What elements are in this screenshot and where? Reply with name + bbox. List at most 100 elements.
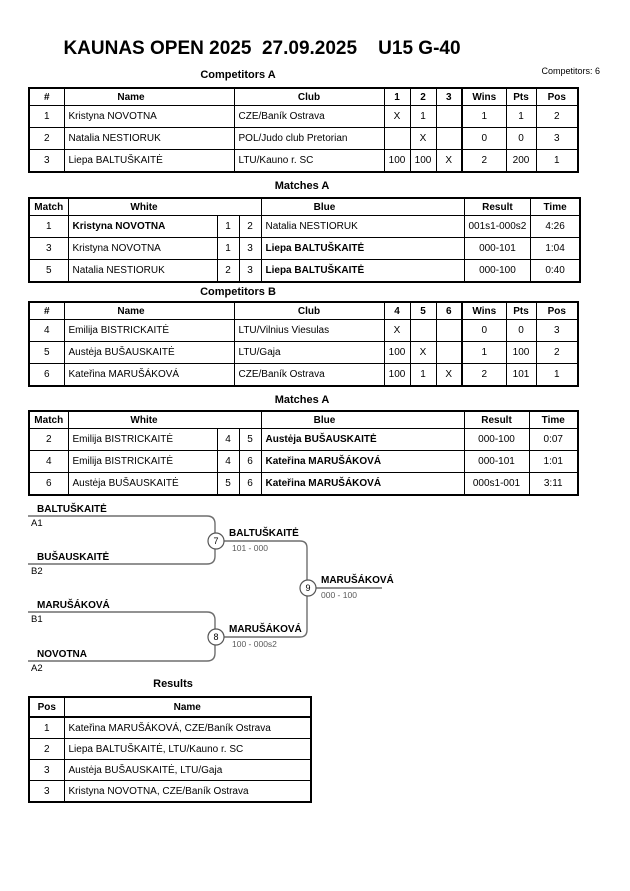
- col-header-m3: 6: [435, 301, 463, 320]
- cell-white-name: Natalia NESTIORUK: [67, 259, 218, 283]
- cell-pts: 0: [505, 127, 537, 150]
- cell-club: LTU/Vilnius Viesulas: [233, 319, 385, 342]
- cell-blue-name: Kateřina MARUŠÁKOVÁ: [260, 472, 465, 496]
- cell-result: 001s1-000s2: [463, 215, 532, 238]
- cell-pos: 1: [535, 363, 579, 387]
- cell-club: CZE/Baník Ostrava: [233, 105, 385, 128]
- cell-pts: 100: [505, 341, 537, 364]
- cell-result: 000-100: [463, 259, 532, 283]
- col-header-match: Match: [28, 197, 69, 216]
- cell-m2: [409, 319, 437, 342]
- cell-name: Natalia NESTIORUK: [63, 127, 235, 150]
- result-row: 3 Kristyna NOVOTNA, CZE/Baník Ostrava: [28, 780, 312, 803]
- cell-club: LTU/Gaja: [233, 341, 385, 364]
- cell-wins: 0: [461, 319, 507, 342]
- match-row: 4 Emilija BISTRICKAITĖ 4 6 Kateřina MARU…: [28, 450, 579, 473]
- cell-pts: 200: [505, 149, 537, 173]
- cell-pts: 101: [505, 363, 537, 387]
- cell-time: 3:11: [528, 472, 579, 496]
- heading-competitors-a: Competitors A: [200, 69, 276, 81]
- col-header-pts: Pts: [505, 301, 537, 320]
- bracket-match-score: 100 - 000s2: [232, 639, 277, 649]
- cell-num: 4: [28, 319, 65, 342]
- bracket-match-score: 000 - 100: [321, 590, 357, 600]
- cell-m2: X: [409, 341, 437, 364]
- cell-pos: 2: [28, 738, 65, 760]
- cell-m1: 100: [383, 149, 411, 173]
- cell-name: Emilija BISTRICKAITĖ: [63, 319, 235, 342]
- cell-m2: 1: [409, 105, 437, 128]
- cell-pos: 1: [535, 149, 579, 173]
- table-header-row: # Name Club 1 2 3 Wins Pts Pos: [28, 87, 579, 106]
- cell-pos: 3: [535, 127, 579, 150]
- cell-name: Kristyna NOVOTNA, CZE/Baník Ostrava: [63, 780, 312, 803]
- col-header-name: Name: [63, 696, 312, 718]
- cell-blue-seed: 3: [238, 259, 262, 283]
- cell-m3: [435, 319, 463, 342]
- cell-m1: 100: [383, 363, 411, 387]
- cell-club: LTU/Kauno r. SC: [233, 149, 385, 173]
- cell-blue-seed: 2: [238, 215, 262, 238]
- col-header-wins: Wins: [461, 87, 507, 106]
- match-row: 1 Kristyna NOVOTNA 1 2 Natalia NESTIORUK…: [28, 215, 581, 238]
- match-row: 3 Kristyna NOVOTNA 1 3 Liepa BALTUŠKAITĖ…: [28, 237, 581, 260]
- match-row: 6 Austėja BUŠAUSKAITĖ 5 6 Kateřina MARUŠ…: [28, 472, 579, 496]
- heading-matches-a: Matches A: [274, 180, 330, 192]
- cell-blue-name: Natalia NESTIORUK: [260, 215, 465, 238]
- cell-time: 4:26: [530, 215, 581, 238]
- col-header-num: #: [28, 87, 65, 106]
- cell-blue-name: Liepa BALTUŠKAITĖ: [260, 259, 465, 283]
- cell-m1: 100: [383, 341, 411, 364]
- results-table: Pos Name 1 Kateřina MARUŠÁKOVÁ, CZE/Baní…: [28, 696, 312, 803]
- cell-pos: 2: [535, 341, 579, 364]
- cell-blue-seed: 6: [238, 450, 262, 473]
- cell-pos: 3: [535, 319, 579, 342]
- col-header-wins: Wins: [461, 301, 507, 320]
- col-header-pos: Pos: [28, 696, 65, 718]
- cell-blue-seed: 6: [238, 472, 262, 496]
- cell-m2: X: [409, 127, 437, 150]
- cell-match-num: 2: [28, 428, 69, 451]
- cell-white-name: Emilija BISTRICKAITĖ: [67, 450, 218, 473]
- cell-white-seed: 5: [216, 472, 240, 496]
- cell-wins: 2: [461, 149, 507, 173]
- heading-matches-b: Matches A: [274, 394, 330, 406]
- cell-pts: 1: [505, 105, 537, 128]
- cell-time: 0:07: [528, 428, 579, 451]
- bracket-winner-name: BALTUŠKAITĖ: [229, 528, 299, 539]
- competitor-row: 1 Kristyna NOVOTNA CZE/Baník Ostrava X 1…: [28, 105, 579, 128]
- cell-white-seed: 2: [216, 259, 240, 283]
- bracket-seed-name: MARUŠÁKOVÁ: [37, 600, 110, 611]
- cell-num: 1: [28, 105, 65, 128]
- bracket-winner-name: MARUŠÁKOVÁ: [321, 575, 394, 586]
- cell-result: 000s1-001: [463, 472, 530, 496]
- cell-blue-seed: 3: [238, 237, 262, 260]
- cell-pos: 1: [28, 716, 65, 739]
- bracket-seed-code: B2: [31, 566, 43, 577]
- cell-num: 5: [28, 341, 65, 364]
- cell-time: 0:40: [530, 259, 581, 283]
- cell-name: Kristyna NOVOTNA: [63, 105, 235, 128]
- col-header-m1: 4: [383, 301, 411, 320]
- cell-blue-seed: 5: [238, 428, 262, 451]
- col-header-name: Name: [63, 87, 235, 106]
- cell-wins: 1: [461, 105, 507, 128]
- heading-results: Results: [153, 678, 193, 690]
- bracket-seed-code: B1: [31, 614, 43, 625]
- col-header-pos: Pos: [535, 301, 579, 320]
- competitors-count: Competitors: 6: [541, 66, 600, 76]
- cell-white-name: Austėja BUŠAUSKAITĖ: [67, 472, 218, 496]
- cell-m1: X: [383, 105, 411, 128]
- cell-pos: 2: [535, 105, 579, 128]
- result-row: 2 Liepa BALTUŠKAITĖ, LTU/Kauno r. SC: [28, 738, 312, 760]
- table-header-row: Pos Name: [28, 696, 312, 718]
- cell-time: 1:01: [528, 450, 579, 473]
- col-header-name: Name: [63, 301, 235, 320]
- cell-white-seed: 1: [216, 215, 240, 238]
- competitors-a-table: # Name Club 1 2 3 Wins Pts Pos 1 Kristyn…: [28, 87, 579, 173]
- cell-club: POL/Judo club Pretorian: [233, 127, 385, 150]
- cell-white-seed: 4: [216, 428, 240, 451]
- cell-wins: 0: [461, 127, 507, 150]
- table-header-row: Match White Blue Result Time: [28, 197, 581, 216]
